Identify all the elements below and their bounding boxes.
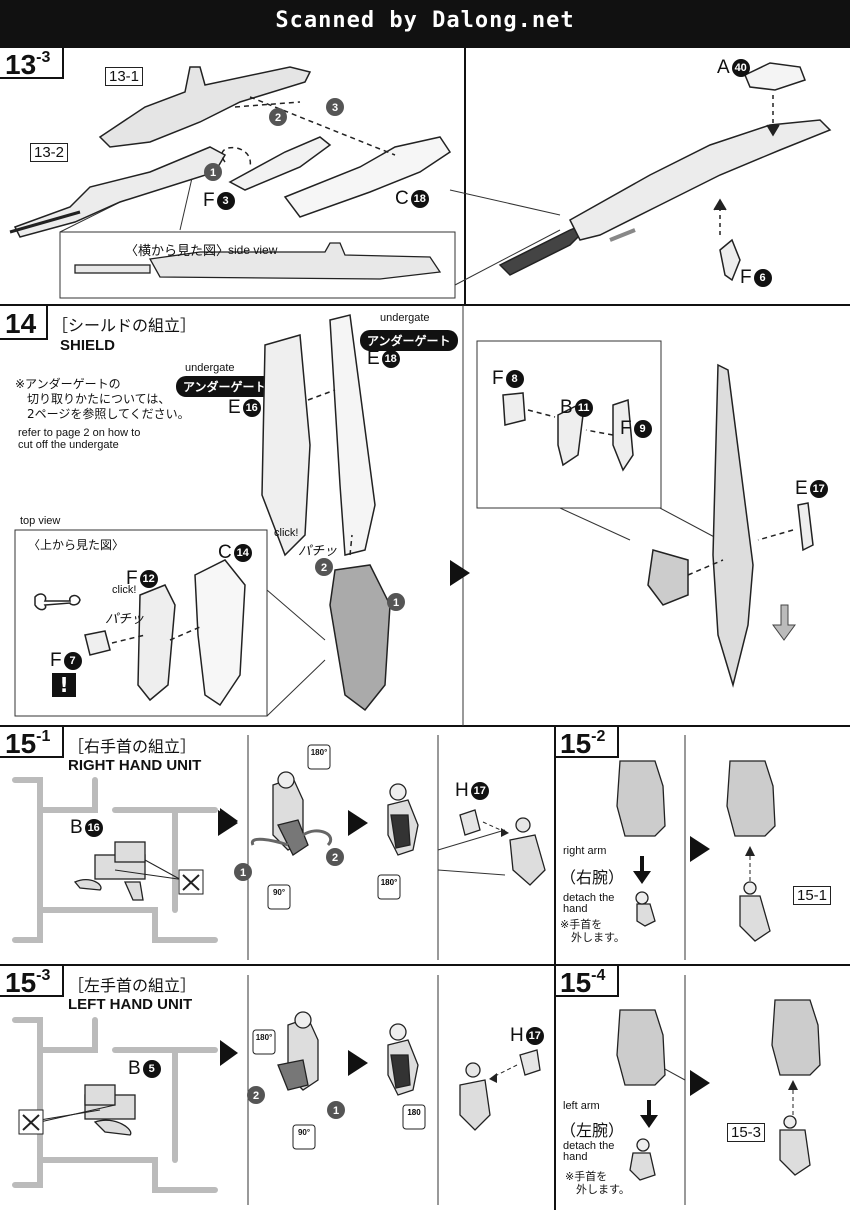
right-hand-rotation-illustration: 1 2 180° 90° 180° <box>218 744 419 910</box>
side-view-label-en: side view <box>228 243 278 257</box>
step-15-2-box <box>555 726 619 758</box>
right-hand-title-jp: ［右手首の組立］ <box>68 737 197 756</box>
undergate-label-en-2: undergate <box>380 312 430 324</box>
angle-180-l2: 180 <box>407 1108 421 1117</box>
left-hand-arrows <box>220 1040 238 1066</box>
svg-text:3: 3 <box>332 102 338 114</box>
angle-180-r2: 180° <box>381 878 398 887</box>
detach-hand-jp-left: ※手首を 外します。 <box>565 1170 630 1196</box>
assembled-rifle-illustration <box>498 62 832 282</box>
left-hand-rotation-illustration: 2 1 180° 90° 180 <box>247 1011 426 1150</box>
detach-hand-en-left: detach the hand <box>563 1140 615 1163</box>
ref-13-1: 13-1 <box>105 67 144 86</box>
angle-90-r: 90° <box>273 888 285 897</box>
left-arm-detach-illustration <box>616 1009 666 1181</box>
left-arm-label-jp: （左腕） <box>560 1121 625 1140</box>
scan-banner: Scanned by Dalong.net <box>0 0 850 46</box>
top-view-jp: 〈上から見た図〉 <box>28 538 125 552</box>
undergate-badge-2: アンダーゲート <box>360 330 458 351</box>
undergate-note-en: refer to page 2 on how to cut off the un… <box>18 427 141 451</box>
left-hand-title-jp: ［左手首の組立］ <box>68 976 197 995</box>
svg-text:1: 1 <box>333 1105 339 1117</box>
click-label-1: click! <box>112 584 137 596</box>
click-label-2: click! <box>274 527 299 539</box>
angle-180-l1: 180° <box>256 1033 273 1042</box>
svg-text:2: 2 <box>332 852 338 864</box>
right-arm-label-jp: （右腕） <box>560 868 625 887</box>
right-hand-title-en: RIGHT HAND UNIT <box>68 757 202 774</box>
side-view-label-jp: 〈横から見た図〉 <box>125 244 230 259</box>
step-15-3-box <box>0 965 64 997</box>
step-15-1-box <box>0 726 64 758</box>
step-13-3-number: 13-3 <box>5 49 51 80</box>
undergate-note-jp: ※アンダーゲートの 切り取りかたについては、 2ページを参照してください。 <box>15 377 190 421</box>
right-arm-detach-illustration <box>616 760 666 927</box>
svg-text:1: 1 <box>393 597 399 609</box>
svg-text:1: 1 <box>240 867 246 879</box>
right-hand-arrows <box>220 808 238 834</box>
angle-90-l: 90° <box>298 1128 310 1137</box>
angle-180-r1: 180° <box>311 748 328 757</box>
undergate-badge-1: アンダーゲート <box>176 376 274 397</box>
detach-hand-jp-right: ※手首を 外します。 <box>560 918 625 944</box>
ref-15-1: 15-1 <box>793 886 832 905</box>
step-15-3-number: 15-3 <box>5 967 51 998</box>
svg-text:1: 1 <box>210 167 216 179</box>
shield-parts-illustration: 2 1 <box>34 314 470 712</box>
rifle-parts-illustration: 1 2 3 <box>9 66 452 280</box>
pachi-label-2: パチッ <box>298 544 338 559</box>
shield-title-en: SHIELD <box>60 337 116 354</box>
step-14-box <box>0 305 48 340</box>
step-15-1-number: 15-1 <box>5 728 51 759</box>
caution-icon: ! <box>52 673 76 697</box>
svg-text:2: 2 <box>321 562 327 574</box>
ref-13-2: 13-2 <box>30 143 69 162</box>
shield-title-jp: ［シールドの組立］ <box>52 316 197 335</box>
runner-b-right-illustration <box>12 777 218 943</box>
right-arm-label-en: right arm <box>563 845 607 857</box>
left-arm-reattach-illustration <box>690 999 821 1176</box>
left-hand-title-en: LEFT HAND UNIT <box>68 996 193 1013</box>
pachi-label-1: パチッ <box>105 612 145 627</box>
left-hand-h17-illustration <box>459 1049 541 1131</box>
detach-hand-en-right: detach the hand <box>563 892 615 915</box>
step-15-4-box <box>555 965 619 997</box>
step-15-4-number: 15-4 <box>560 967 606 998</box>
svg-text:2: 2 <box>253 1090 259 1102</box>
shield-assembly-illustration <box>502 363 814 688</box>
step-14-number: 14 <box>5 308 37 339</box>
right-arm-reattach-illustration <box>690 760 776 942</box>
left-arm-label-en: left arm <box>563 1100 600 1112</box>
top-view-en: top view <box>20 515 61 527</box>
ref-15-3: 15-3 <box>727 1123 766 1142</box>
step-15-2-number: 15-2 <box>560 728 606 759</box>
step-13-3-box <box>0 47 64 79</box>
svg-text:2: 2 <box>275 112 281 124</box>
undergate-label-en-1: undergate <box>185 362 235 374</box>
banner-text: Scanned by Dalong.net <box>275 8 575 33</box>
runner-b-left-illustration <box>12 1017 218 1193</box>
right-hand-h17-illustration <box>459 809 546 886</box>
